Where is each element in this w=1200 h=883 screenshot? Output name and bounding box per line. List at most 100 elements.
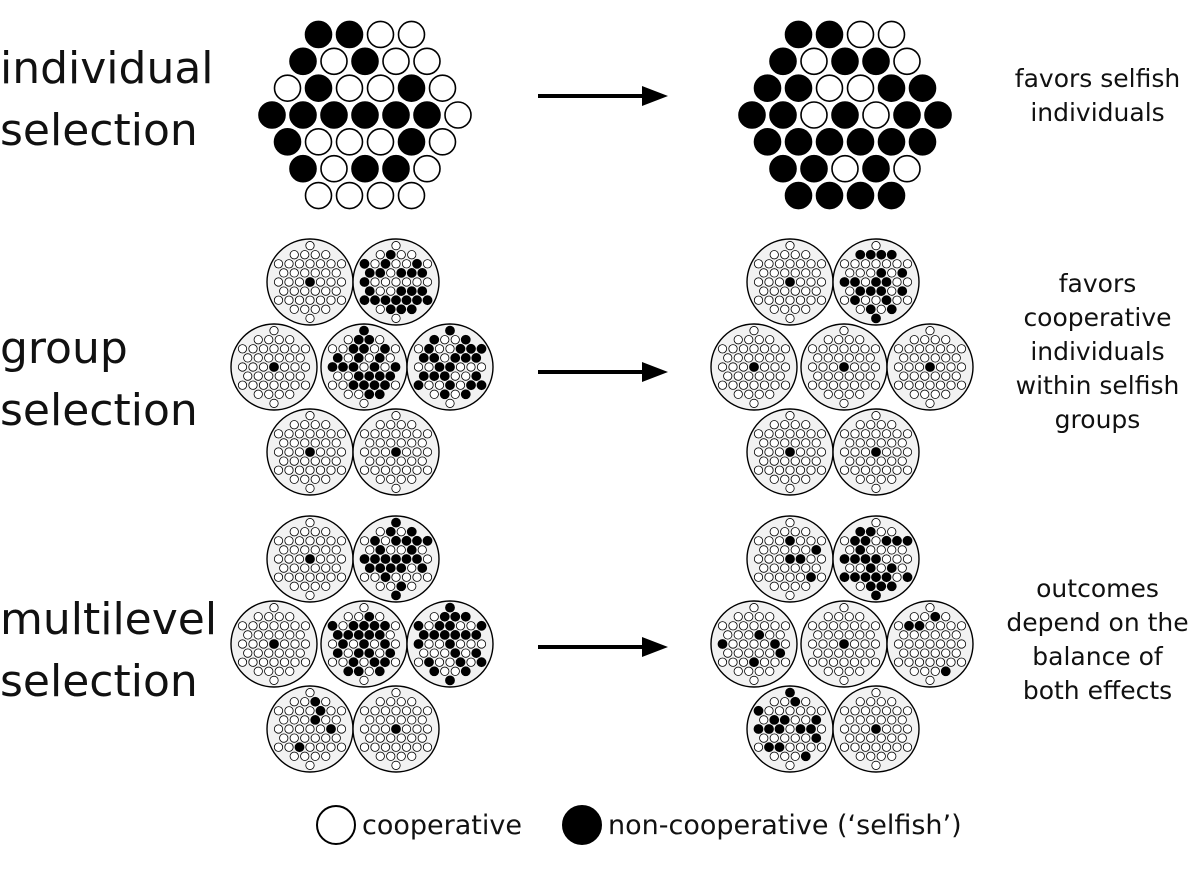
cooperative-individual (828, 344, 839, 354)
cooperative-individual (899, 371, 909, 381)
selfish-individual (418, 353, 429, 363)
cooperative-individual (397, 181, 426, 210)
cooperative-individual (759, 268, 769, 278)
cooperative-individual (237, 344, 248, 354)
cooperative-individual (785, 465, 795, 475)
cooperative-individual (769, 733, 779, 743)
selfish-individual (908, 74, 937, 102)
cooperative-individual (899, 630, 909, 640)
selfish-individual (779, 715, 790, 725)
cooperative-individual (243, 648, 253, 658)
cooperative-individual (914, 362, 925, 372)
cooperative-individual (892, 724, 902, 734)
cooperative-individual (300, 697, 310, 707)
cooperative-individual (396, 733, 406, 743)
cooperative-individual (887, 456, 897, 466)
cooperative-individual (733, 335, 743, 345)
cooperative-individual (818, 639, 828, 649)
cooperative-individual (865, 630, 875, 640)
cooperative-individual (300, 380, 311, 390)
cooperative-individual (860, 259, 871, 269)
cooperative-individual (391, 742, 401, 752)
cooperative-individual (273, 724, 284, 734)
cooperative-individual (876, 456, 886, 466)
cooperative-individual (897, 733, 907, 743)
selfish-individual (839, 362, 849, 372)
cooperative-individual (466, 657, 476, 667)
cooperative-individual (331, 286, 341, 296)
cooperative-individual (764, 465, 774, 475)
cooperative-individual (365, 438, 375, 448)
cooperative-individual (941, 648, 951, 658)
cooperative-individual (386, 545, 396, 555)
selfish-individual (871, 724, 881, 734)
cooperative-individual (914, 639, 925, 649)
cooperative-individual (264, 666, 274, 676)
cooperative-individual (881, 259, 892, 269)
selfish-individual (865, 581, 876, 592)
cooperative-individual (290, 639, 300, 649)
cooperative-individual (264, 371, 274, 381)
cooperative-individual (871, 518, 881, 528)
cooperative-individual (764, 277, 774, 287)
groups-before (230, 238, 494, 496)
cooperative-individual (828, 639, 839, 649)
selfish-individual (375, 268, 386, 278)
cooperative-individual (765, 666, 775, 676)
selfish-individual (380, 554, 391, 564)
cooperative-individual (860, 344, 870, 354)
cooperative-individual (407, 438, 417, 448)
cooperative-individual (304, 181, 333, 210)
selfish-individual (385, 526, 396, 537)
cooperative-individual (887, 420, 897, 430)
cooperative-individual (860, 277, 871, 287)
cooperative-individual (902, 742, 913, 752)
cooperative-individual (801, 733, 811, 743)
selfish-individual (450, 648, 461, 658)
cooperative-individual (434, 344, 445, 354)
cooperative-individual (780, 733, 790, 743)
selfish-individual (439, 389, 450, 400)
cooperative-individual (326, 277, 336, 287)
cooperative-individual (764, 706, 774, 716)
cooperative-individual (754, 335, 764, 345)
selfish-individual (273, 128, 302, 156)
cooperative-individual (289, 733, 299, 743)
cooperative-individual (733, 666, 743, 676)
cooperative-individual (422, 429, 433, 439)
selfish-individual (332, 353, 343, 363)
cooperative-individual (849, 362, 860, 372)
cooperative-individual (801, 456, 811, 466)
selfish-individual (332, 648, 343, 658)
selfish-individual (753, 724, 764, 734)
cooperative-individual (336, 447, 347, 457)
cooperative-individual (811, 563, 821, 573)
selfish-individual (351, 101, 379, 129)
cooperative-individual (343, 612, 353, 622)
cooperative-individual (422, 742, 433, 752)
cooperative-individual (300, 621, 311, 631)
cooperative-individual (284, 259, 294, 269)
cooperative-individual (765, 335, 775, 345)
selfish-individual (871, 572, 881, 583)
cooperative-individual (769, 697, 779, 707)
cooperative-individual (294, 465, 305, 475)
cooperative-individual (396, 527, 406, 537)
selfish-individual (439, 371, 450, 381)
selfish-individual (445, 639, 455, 649)
cooperative-individual (396, 420, 406, 430)
cooperative-individual (909, 335, 919, 345)
selfish-individual (806, 724, 816, 734)
selfish-individual (865, 526, 876, 537)
cooperative-individual (845, 715, 855, 725)
cooperative-individual (412, 277, 422, 287)
cooperative-individual (336, 572, 347, 582)
selfish-individual (860, 572, 871, 583)
cooperative-individual (892, 742, 902, 752)
cooperative-individual (294, 295, 305, 305)
cooperative-individual (290, 362, 300, 372)
selfish-individual (401, 295, 412, 306)
cooperative-individual (326, 295, 336, 305)
selfish-individual (359, 554, 370, 564)
cooperative-individual (892, 447, 902, 457)
